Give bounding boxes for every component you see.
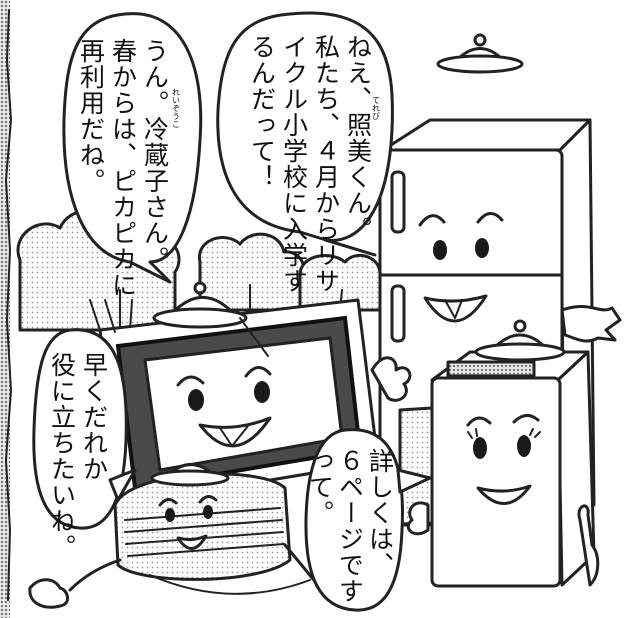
- ruby-reizouko: れいぞうこ: [172, 88, 181, 128]
- bubble-washing-machine-line-2: ６ページです: [336, 448, 365, 604]
- speech-bubble-air-conditioner: 早くだれか 役に立ちたいね。: [32, 328, 137, 560]
- washing-machine-character: [406, 319, 600, 588]
- safety-helmet-aircon: [150, 463, 230, 487]
- bubble-television-line-1: うん。冷蔵子さん。: [141, 38, 170, 272]
- bubble-refrigerator-line-4: るんだって！: [248, 34, 277, 190]
- bubble-air-conditioner-line-2: 役に立ちたいね。: [48, 352, 77, 560]
- bubble-television-line-3: 再利用だね。: [77, 38, 106, 194]
- bubble-refrigerator-line-3: イクル小学校に入学す: [280, 34, 309, 294]
- bubble-washing-machine-line-1: 詳しくは、: [366, 448, 395, 578]
- bubble-refrigerator-line-1: ねえ、照美くん。: [344, 34, 373, 242]
- left-border: [0, 0, 12, 618]
- speech-bubble-washing-machine: 詳しくは、 ６ページです って。: [304, 428, 432, 612]
- safety-helmet-tv: [152, 281, 269, 357]
- fridge-door-handle-upper: [390, 170, 406, 234]
- bubble-air-conditioner-line-1: 早くだれか: [80, 352, 109, 482]
- ruby-terebi: てれび: [372, 96, 381, 120]
- bubble-television-line-2: 春からは、ピカピカに: [109, 38, 138, 298]
- bubble-refrigerator-line-2: 私たち、４月からリサ: [312, 34, 341, 294]
- safety-helmet-fridge: [436, 33, 524, 74]
- television-character: [89, 281, 412, 527]
- safety-helmet-washer: [474, 319, 566, 362]
- bubble-washing-machine-line-3: って。: [306, 448, 335, 526]
- fridge-door-handle-lower: [390, 284, 406, 343]
- speech-bubble-television: うん。冷蔵子さん。 春からは、ピカピカに 再利用だね。 れいぞうこ: [62, 12, 203, 298]
- speech-bubble-refrigerator: ねえ、照美くん。 私たち、４月からリサ イクル小学校に入学す るんだって！ てれ…: [216, 11, 394, 294]
